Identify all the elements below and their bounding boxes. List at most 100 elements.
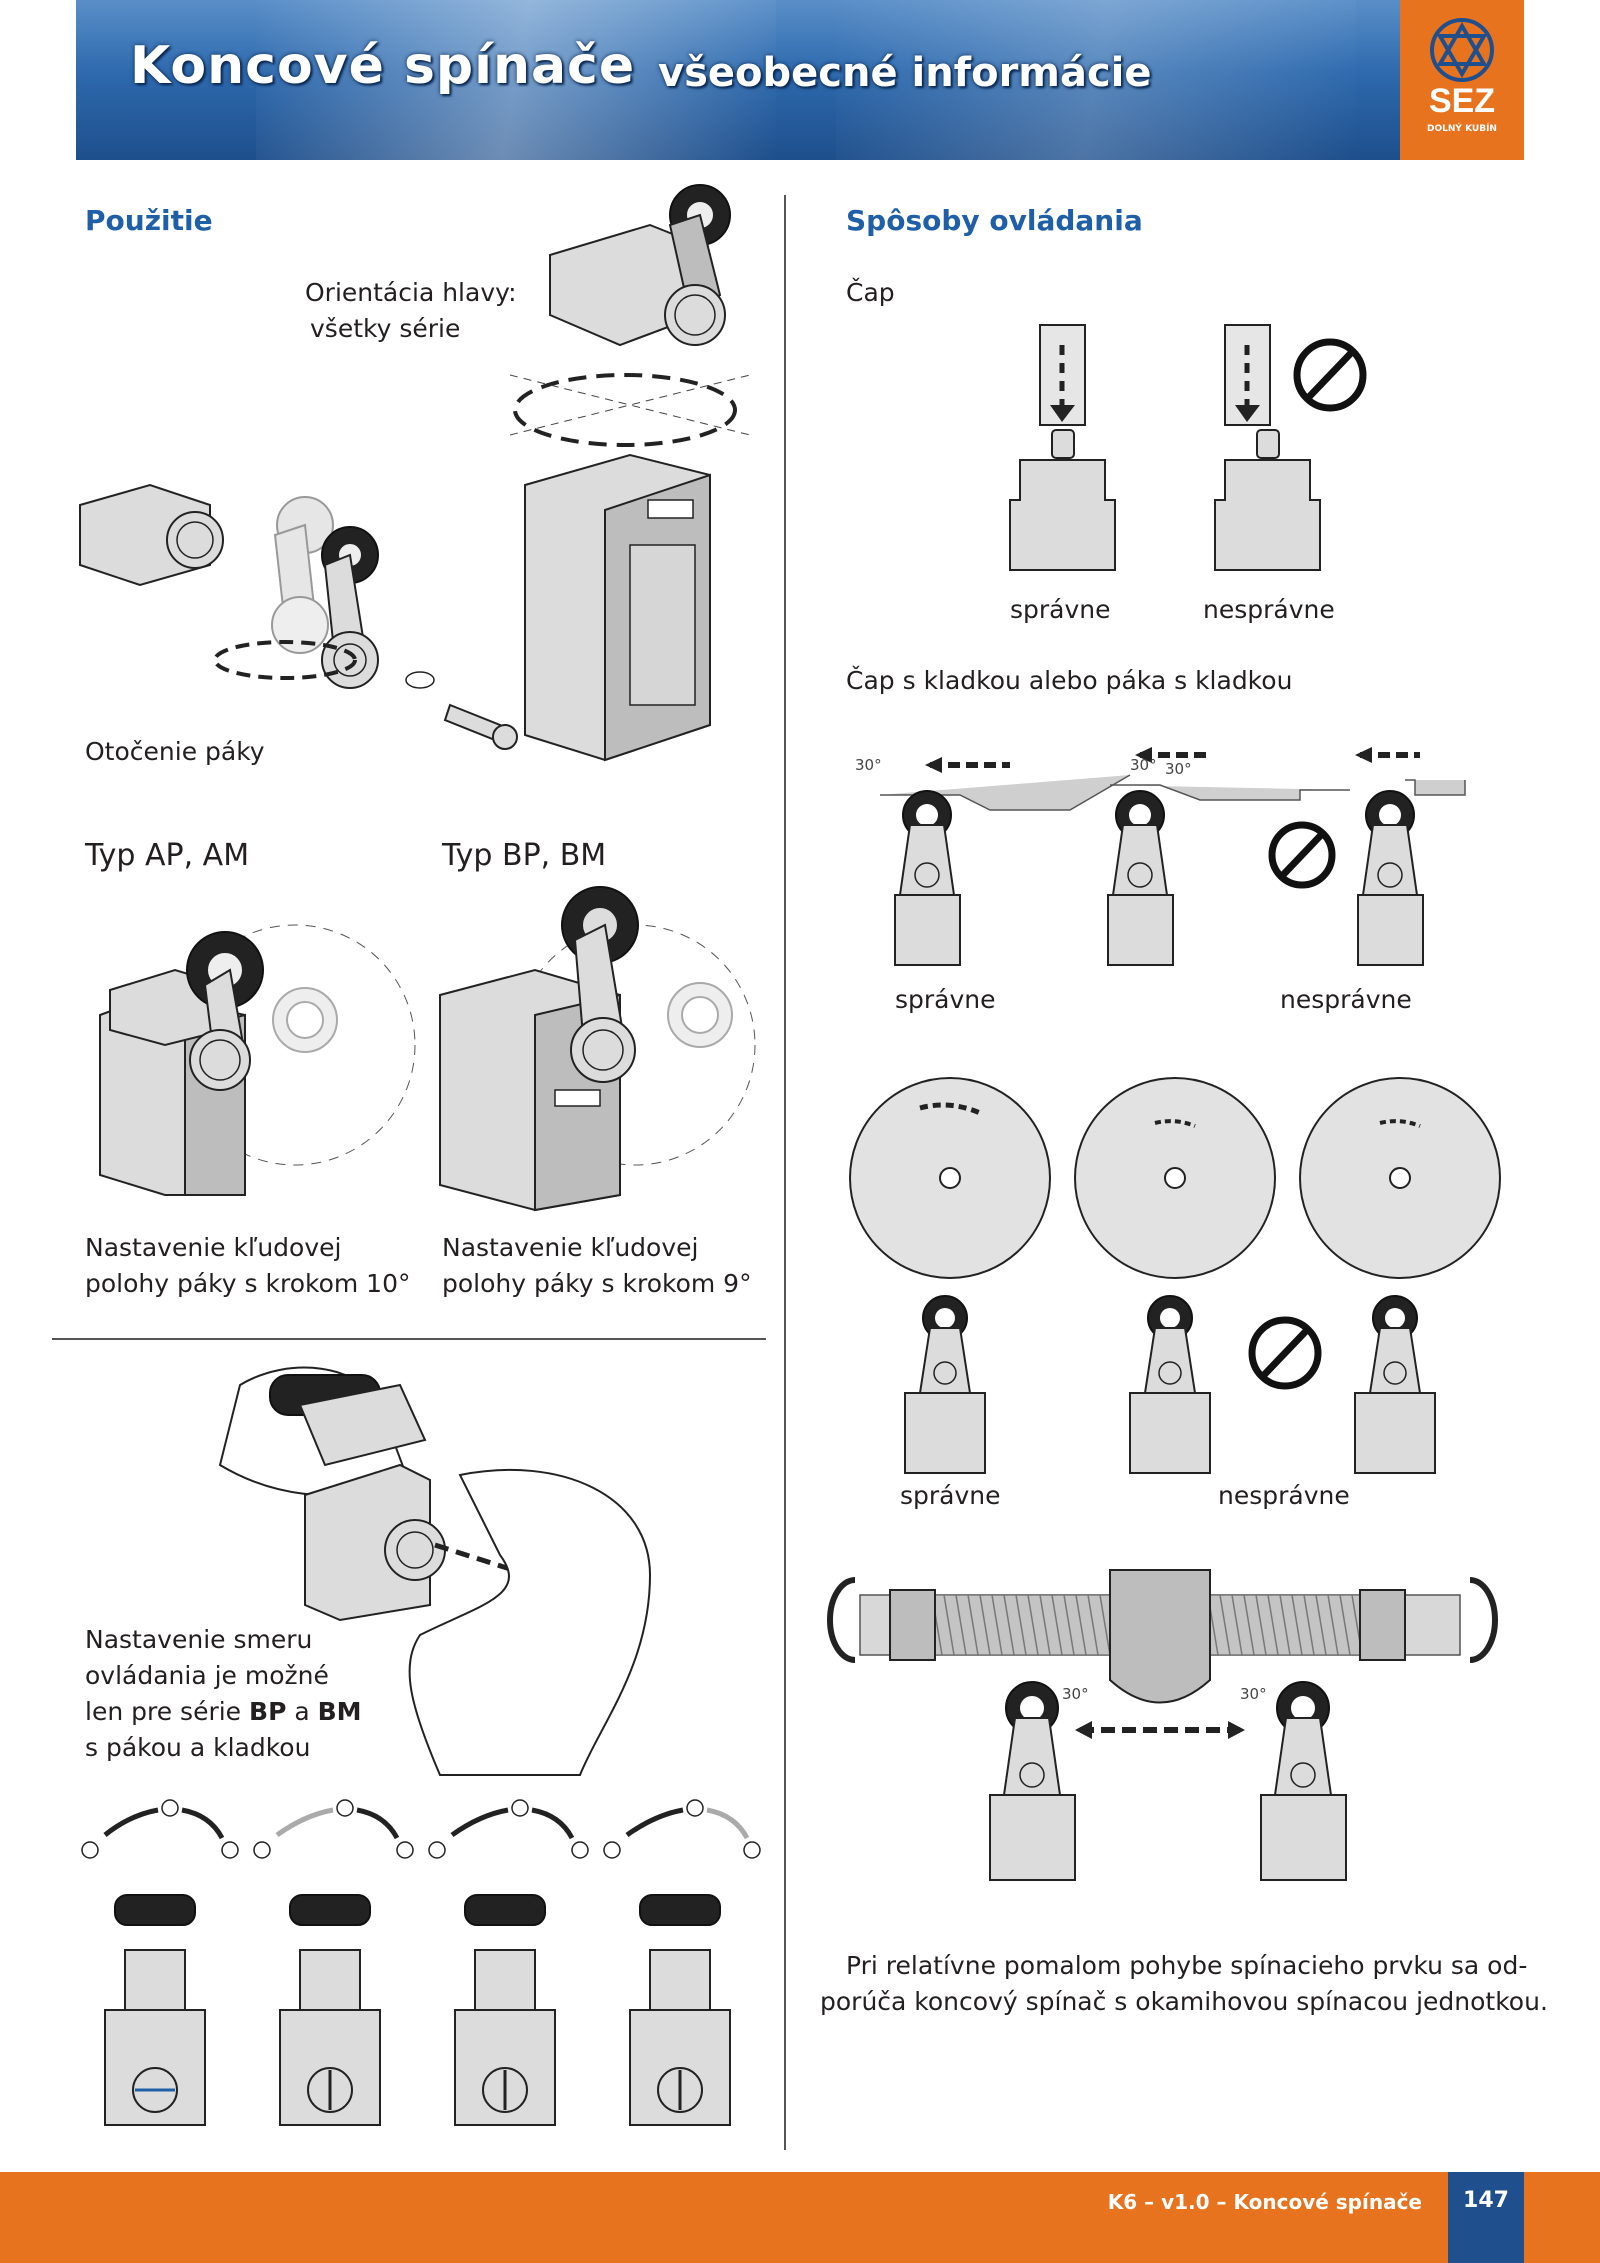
lever-switch-left — [989, 1681, 1076, 1881]
angle-label: 30° — [1062, 1685, 1089, 1703]
disc-incorrect — [1299, 1077, 1501, 1474]
switch-1 — [104, 1894, 206, 2126]
thread-line — [1027, 1594, 1039, 1656]
column-divider — [784, 195, 786, 2150]
thread-line — [1303, 1594, 1315, 1656]
roller-title: Čap s kladkou alebo páka s kladkou — [846, 666, 1293, 695]
thread-line — [1243, 1594, 1255, 1656]
disc-correct-2 — [1074, 1077, 1276, 1474]
disc-correct-label: správne — [900, 1481, 1001, 1510]
rotation-label: Otočenie páky — [85, 737, 265, 766]
arrow-group — [603, 1799, 761, 1859]
prohibited-icon — [1248, 1316, 1322, 1390]
thread-line — [1255, 1594, 1267, 1656]
direction-line1: Nastavenie smeru — [85, 1625, 313, 1654]
screw-drive-illustration — [827, 1569, 1498, 1881]
disc-incorrect-label: nesprávne — [1218, 1481, 1350, 1510]
direction-arrows-row — [81, 1799, 761, 1859]
arrow-group — [81, 1799, 239, 1859]
switch-exploded-illustration — [79, 184, 751, 762]
thread-line — [1063, 1594, 1075, 1656]
thread-line — [1279, 1594, 1291, 1656]
thread-line — [967, 1594, 979, 1656]
page-number-box — [1448, 2172, 1524, 2263]
thread-line — [955, 1594, 967, 1656]
header-streak — [256, 0, 776, 160]
series-bp: BP — [249, 1697, 287, 1726]
switch-3 — [454, 1894, 556, 2126]
thread-line — [1339, 1594, 1351, 1656]
note-line2: porúča koncový spínač s okamihovou spína… — [820, 1987, 1548, 2016]
series-bm: BM — [317, 1697, 362, 1726]
section-title-use: Použitie — [85, 204, 213, 237]
cam-incorrect-2 — [1355, 747, 1466, 966]
thread-line — [943, 1594, 955, 1656]
plunger-incorrect — [1214, 324, 1321, 571]
cap-title: Čap — [846, 278, 895, 307]
thread-line — [1039, 1594, 1051, 1656]
arrow-group — [428, 1799, 589, 1859]
type-bp-title: Typ BP, BM — [442, 838, 607, 873]
thread-line — [1051, 1594, 1063, 1656]
thread-line — [1015, 1594, 1027, 1656]
plunger-illustration — [1009, 324, 1367, 571]
thread-line — [1003, 1594, 1015, 1656]
page-number: 147 — [1463, 2188, 1509, 2213]
type-ap-title: Typ AP, AM — [85, 838, 250, 873]
orientation-label-2: všetky série — [310, 314, 461, 343]
logo-text: SEZ — [1428, 82, 1496, 120]
type-ap-illustration — [99, 924, 416, 1196]
caption-bp-line2: polohy páky s krokom 9° — [442, 1269, 752, 1298]
prohibited-icon — [1293, 338, 1367, 412]
direction-line3: len pre série BP a BM — [85, 1694, 362, 1730]
thread-line — [1219, 1594, 1231, 1656]
disc-correct — [849, 1077, 1051, 1474]
thread-line — [979, 1594, 991, 1656]
footer-bar — [0, 2172, 1600, 2263]
thread-line — [1075, 1594, 1087, 1656]
section-title-actuation: Spôsoby ovládania — [846, 204, 1143, 237]
caption-bp-line1: Nastavenie kľudovej — [442, 1233, 699, 1262]
direction-line4: s pákou a kladkou — [85, 1733, 311, 1762]
direction-line2: ovládania je možné — [85, 1661, 329, 1690]
rotating-disc-illustration — [849, 1077, 1501, 1474]
header-banner: Koncové spínače všeobecné informácie — [76, 0, 1524, 160]
section-divider — [52, 1338, 766, 1340]
page-subtitle: všeobecné informácie — [658, 50, 1152, 96]
angle-label: 30° — [1165, 760, 1192, 778]
thread-line — [991, 1594, 1003, 1656]
thread-line — [1267, 1594, 1279, 1656]
arrow-group — [253, 1799, 414, 1859]
cam-incorrect-1 — [1107, 747, 1350, 966]
roller-cam-illustration — [880, 747, 1466, 966]
angle-label: 30° — [1130, 756, 1157, 774]
switch-4 — [629, 1894, 731, 2126]
page-title: Koncové spínače — [130, 36, 636, 96]
logo: SEZ DOLNÝ KUBÍN — [1400, 0, 1524, 160]
hand-adjust-illustration — [218, 1366, 652, 1776]
four-switches-illustration — [104, 1894, 731, 2126]
thread-line — [1327, 1594, 1339, 1656]
type-bp-illustration — [439, 886, 756, 1212]
logo-triangle-icon — [1430, 18, 1494, 82]
lever-switch-right — [1260, 1681, 1347, 1881]
note-line1: Pri relatívne pomalom pohybe spínacieho … — [846, 1951, 1528, 1980]
plunger-correct-label: správne — [1010, 595, 1111, 624]
direction-text: len pre série — [85, 1697, 250, 1726]
thread-line — [1099, 1594, 1111, 1656]
roller-correct-label: správne — [895, 985, 996, 1014]
orientation-label: Orientácia hlavy: — [305, 278, 517, 307]
plunger-correct — [1009, 324, 1116, 571]
prohibited-icon — [1268, 821, 1336, 889]
header-streak — [836, 0, 1356, 160]
roller-incorrect-label: nesprávne — [1280, 985, 1412, 1014]
angle-label: 30° — [855, 756, 882, 774]
caption-ap-line2: polohy páky s krokom 10° — [85, 1269, 411, 1298]
footer-text: K6 – v1.0 – Koncové spínače — [1107, 2190, 1422, 2214]
angle-label: 30° — [1240, 1685, 1267, 1703]
switch-2 — [279, 1894, 381, 2126]
thread-line — [1315, 1594, 1327, 1656]
thread-line — [1231, 1594, 1243, 1656]
plunger-incorrect-label: nesprávne — [1203, 595, 1335, 624]
thread-line — [1087, 1594, 1099, 1656]
